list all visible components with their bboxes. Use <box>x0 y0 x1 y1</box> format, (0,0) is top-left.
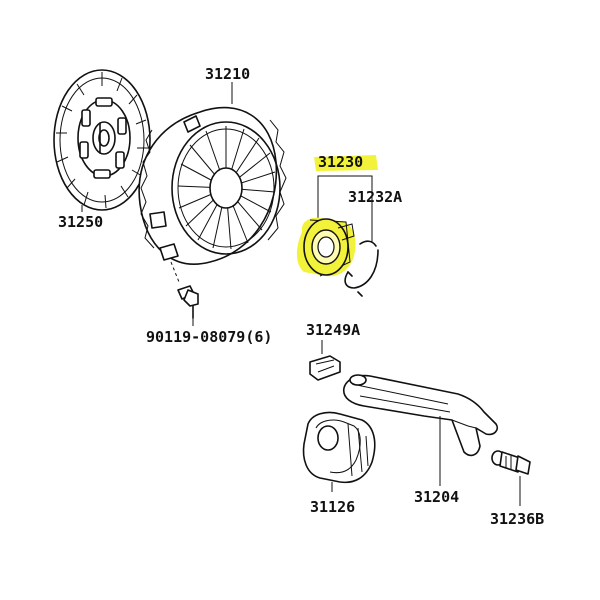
label-90119: 90119-08079(6) <box>146 328 272 346</box>
label-31210: 31210 <box>205 65 250 83</box>
leader-bolt-dashed <box>170 261 180 283</box>
label-31250: 31250 <box>58 213 103 231</box>
label-31126: 31126 <box>310 498 355 516</box>
label-31204: 31204 <box>414 488 459 506</box>
bracket-31230 <box>317 175 373 186</box>
release-bearing[interactable] <box>296 217 356 277</box>
clutch-disc-friction-segments <box>56 72 148 209</box>
clutch-disc-damper-springs <box>79 97 127 179</box>
label-31249A: 31249A <box>306 321 360 339</box>
fork-boot[interactable] <box>302 411 376 484</box>
pivot-stud[interactable] <box>491 450 531 475</box>
label-31232A: 31232A <box>348 188 402 206</box>
clutch-cover[interactable] <box>138 106 287 265</box>
bolt[interactable] <box>177 285 199 319</box>
clutch-disc[interactable] <box>53 69 151 211</box>
fork-clip[interactable] <box>309 355 341 381</box>
label-31230-highlight <box>314 155 378 171</box>
label-31230: 31230 <box>318 153 363 171</box>
release-fork[interactable] <box>342 374 499 457</box>
release-bearing-clip[interactable] <box>344 240 379 297</box>
label-31236B: 31236B <box>490 510 544 528</box>
